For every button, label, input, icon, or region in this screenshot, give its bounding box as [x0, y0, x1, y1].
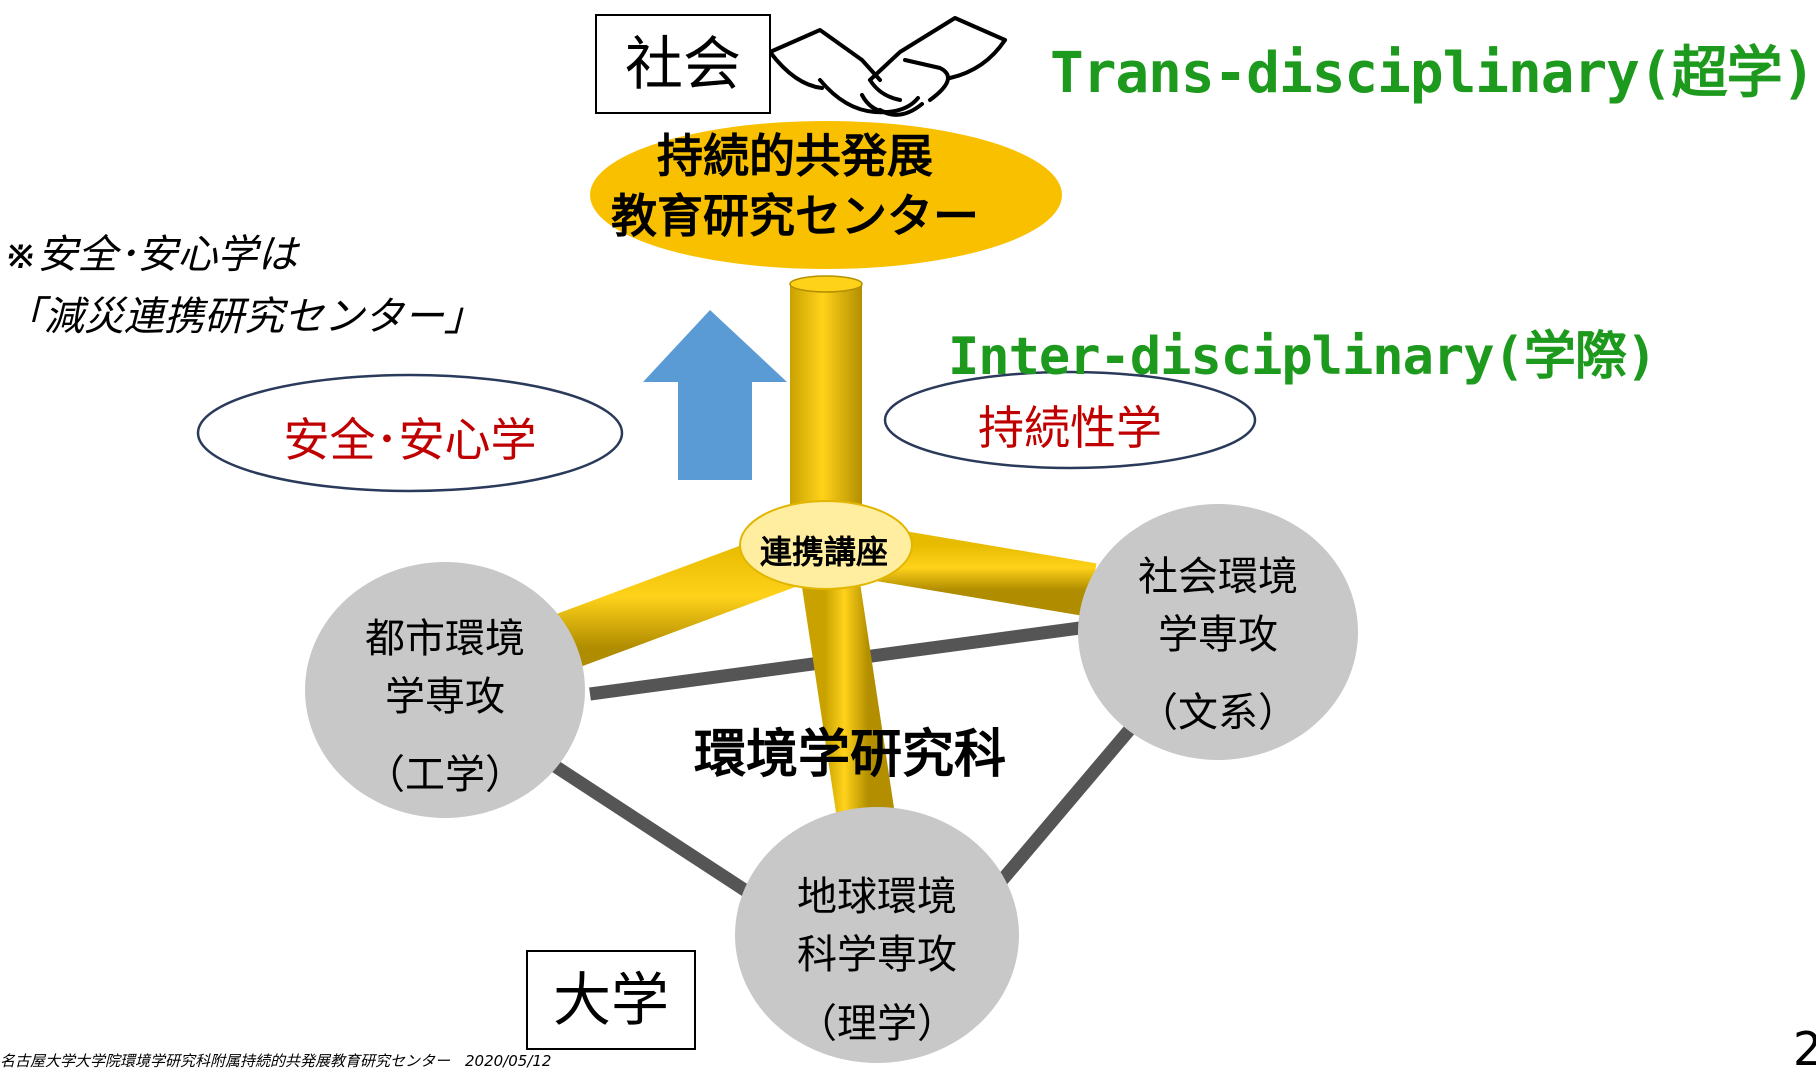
pillar-arm-earth — [796, 540, 897, 835]
connector-social-earth — [993, 703, 1153, 890]
center-name-line2: 教育研究センター — [611, 189, 979, 243]
note-line1: ※安全･安心学は — [4, 232, 298, 278]
dept-urban-name: 都市環境 学専攻 — [305, 610, 585, 726]
page-number: 2 — [1793, 1022, 1816, 1076]
dept-circle-earth — [735, 807, 1019, 1063]
inter-disciplinary-title: Inter-disciplinary(学際) — [948, 327, 1657, 387]
university-box: 大学 — [526, 950, 696, 1050]
dept-urban-sub: （工学） — [365, 752, 525, 798]
dept-urban-line2: 学専攻 — [385, 674, 505, 720]
safety-label: 安全･安心学 — [283, 413, 537, 467]
dept-social-sub: （文系） — [1138, 690, 1298, 736]
society-box: 社会 — [595, 14, 771, 114]
society-label: 社会 — [624, 30, 741, 98]
dept-earth-sub: （理学） — [797, 1001, 957, 1047]
school-label: 環境学研究科 — [693, 725, 1006, 785]
note-line2: 「減災連携研究センター」 — [4, 294, 484, 340]
dept-urban-line1: 都市環境 — [365, 616, 525, 662]
handshake-icon — [768, 16, 1007, 117]
dept-earth-line2: 科学専攻 — [797, 932, 957, 978]
dept-social-line1: 社会環境 — [1138, 554, 1298, 600]
up-arrow-icon — [643, 310, 787, 480]
dept-circle-urban — [305, 562, 585, 818]
trans-disciplinary-title: Trans-disciplinary(超学) — [1050, 41, 1815, 106]
dept-circle-social — [1078, 504, 1358, 760]
dept-social-name: 社会環境 学専攻 — [1078, 548, 1358, 664]
dept-earth-name: 地球環境 科学専攻 — [737, 868, 1017, 984]
safety-ellipse — [196, 373, 624, 493]
footer-text: 名古屋大学大学院環境学研究科附属持続的共発展教育研究センター 2020/05/1… — [0, 1052, 552, 1070]
dept-social-line2: 学専攻 — [1158, 612, 1278, 658]
pillar-top-cap — [789, 275, 863, 293]
sustainability-label: 持続性学 — [978, 401, 1162, 455]
center-name-line1: 持続的共発展 — [657, 129, 933, 183]
university-label: 大学 — [552, 966, 669, 1034]
renkei-junction — [739, 500, 913, 590]
center-ellipse — [590, 121, 1062, 269]
dept-earth-line1: 地球環境 — [797, 874, 957, 920]
sustain-ellipse — [883, 370, 1257, 470]
renkei-label: 連携講座 — [759, 533, 888, 571]
